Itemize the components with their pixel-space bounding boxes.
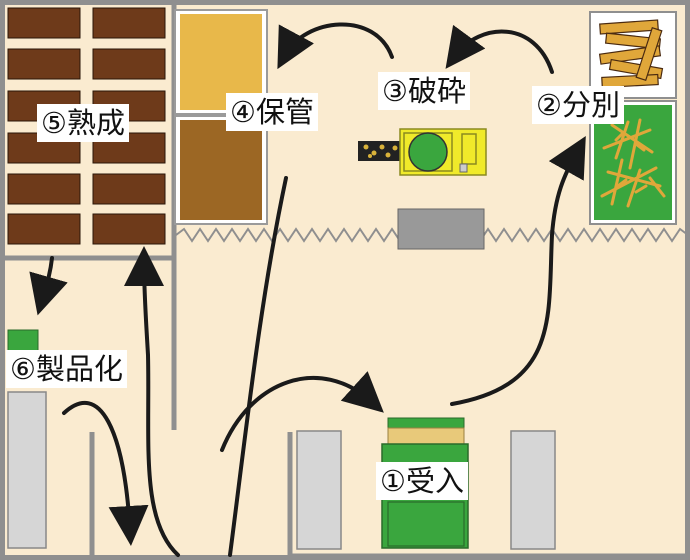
arrow-to-maturing	[124, 246, 180, 557]
arrow-crushing-to-storage	[277, 22, 394, 70]
product-green-box	[7, 329, 39, 353]
label-receiving: ①受入	[376, 462, 468, 500]
arrow-sorting-to-crushing	[445, 24, 554, 74]
label-maturing: ⑤熟成	[37, 104, 129, 142]
arrow-maturing-to-product	[29, 256, 68, 316]
label-crushing: ③破砕	[378, 72, 470, 110]
wood-pieces-icon	[598, 19, 664, 89]
arrow-product-out	[62, 400, 149, 546]
branches-icon	[600, 118, 666, 208]
flow-arrows	[29, 22, 586, 557]
label-productization: ⑥製品化	[6, 350, 127, 388]
crusher-machine	[358, 128, 487, 176]
crusher-base	[397, 208, 485, 250]
label-storage: ④保管	[226, 93, 318, 131]
label-sorting: ②分別	[532, 86, 624, 124]
arrow-storage-to-entry	[228, 176, 288, 557]
storage-bins	[174, 9, 268, 225]
sorting-bins	[589, 11, 677, 225]
product-unit	[7, 391, 47, 549]
arrow-into-receiving	[220, 371, 384, 452]
arrow-receiving-to-sorting	[450, 136, 586, 406]
